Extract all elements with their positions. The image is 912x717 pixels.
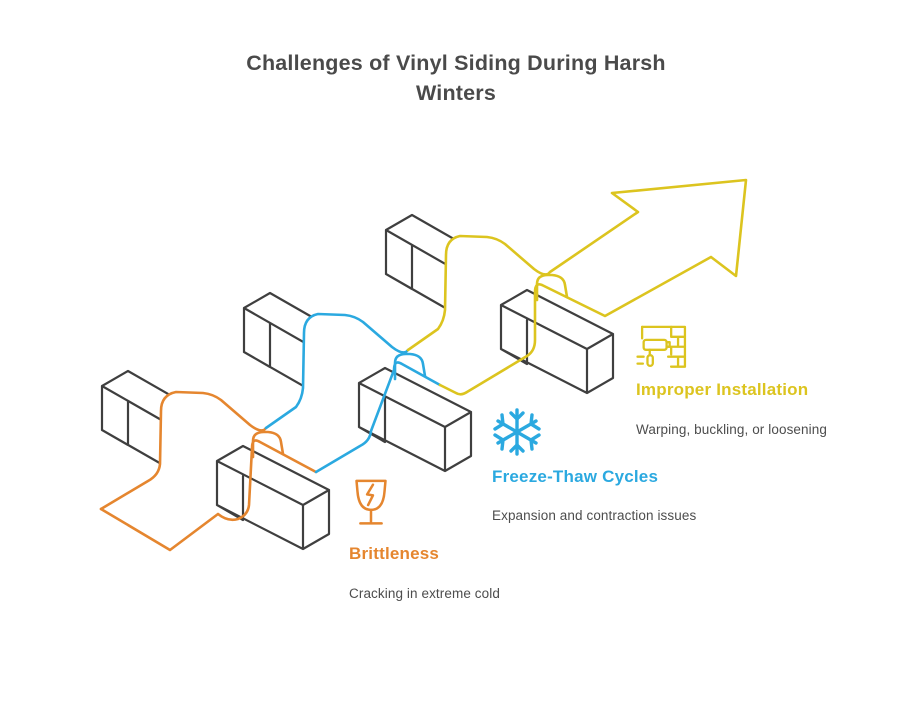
ribbon-blue-front-edge [314,361,442,474]
item-brittleness-description: Cracking in extreme cold [349,586,500,601]
item-improper-installation-label: Improper Installation [636,380,809,399]
ribbon-blue-back-edge [264,312,410,430]
ribbon-orange-back-edge [99,390,268,511]
item-freeze-thaw-description: Expansion and contraction issues [492,508,697,523]
strap-arch-improper [535,273,569,302]
strap-arch-freeze [393,352,427,381]
page-title-line1: Challenges of Vinyl Siding During Harsh [246,51,666,75]
item-brittleness-label: Brittleness [349,544,440,563]
ribbon-orange-front-edge [99,439,318,552]
item-improper-installation-description: Warping, buckling, or loosening [636,422,827,437]
item-improper-installation: Improper Installation Warping, buckling,… [636,322,827,437]
item-freeze-thaw: Freeze-Thaw Cycles Expansion and contrac… [492,407,696,523]
item-brittleness: Brittleness Cracking in extreme cold [349,478,500,601]
strap-arch-brittleness [251,430,285,459]
item-freeze-thaw-label: Freeze-Thaw Cycles [492,467,659,486]
page-title: Challenges of Vinyl Siding During Harsh … [0,48,912,108]
fragile-glass-icon [355,479,387,525]
snowflake-icon [493,408,541,456]
page-title-line2: Winters [415,81,497,105]
paint-roller-wall-icon [636,325,687,368]
ribbon-fill-yellow-arrow [408,180,746,393]
